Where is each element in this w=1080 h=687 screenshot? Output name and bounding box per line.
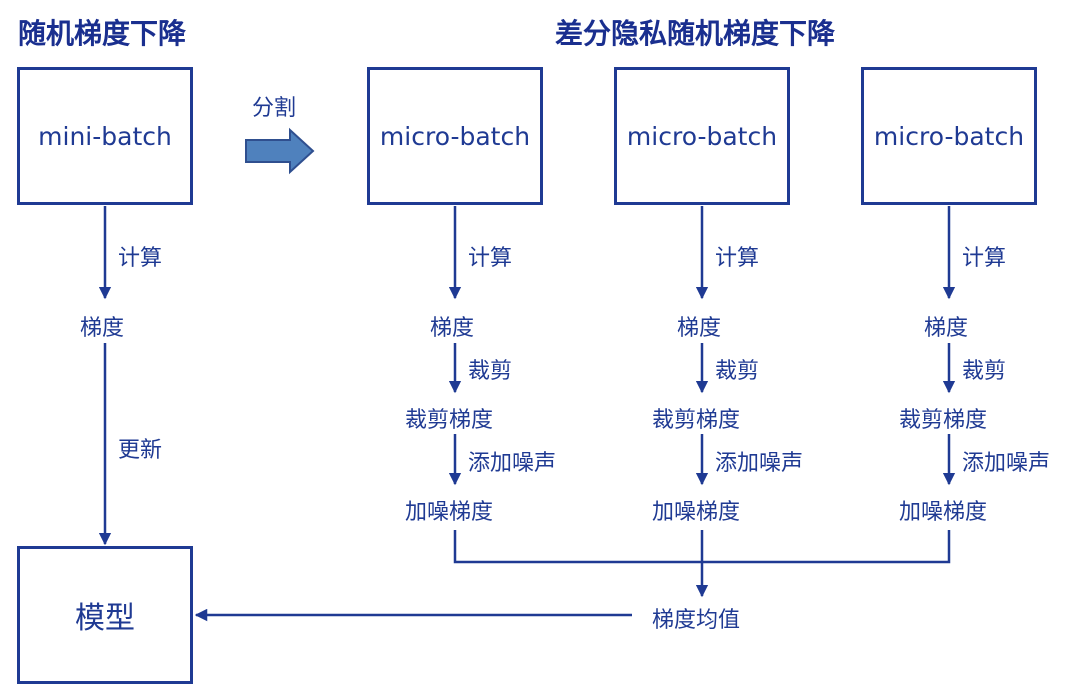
label-gradient-average: 梯度均值 [652,608,741,633]
label-compute: 计算 [468,246,513,271]
label-split: 分割 [252,96,297,121]
label-clipped-gradient: 裁剪梯度 [405,408,494,433]
label-add-noise: 添加噪声 [715,451,804,476]
label-noisy-gradient: 加噪梯度 [652,500,741,525]
label-gradient: 梯度 [677,316,722,341]
title-sgd: 随机梯度下降 [18,17,187,50]
micro-batch-label: micro-batch [873,121,1025,151]
label-gradient-left: 梯度 [80,316,125,341]
label-clip: 裁剪 [715,359,760,384]
label-noisy-gradient: 加噪梯度 [405,500,494,525]
title-dpsgd: 差分隐私随机梯度下降 [555,17,836,50]
micro-batch-label: micro-batch [626,121,778,151]
label-compute: 计算 [962,246,1007,271]
micro-batch-box-2: micro-batch [614,67,790,205]
model-label: 模型 [75,601,135,636]
mini-batch-label: mini-batch [38,121,172,151]
micro-batch-box-3: micro-batch [861,67,1037,205]
model-box: 模型 [17,546,193,684]
split-arrow-icon [245,127,315,175]
label-gradient: 梯度 [924,316,969,341]
mini-batch-box: mini-batch [17,67,193,205]
label-clip: 裁剪 [468,359,513,384]
micro-batch-label: micro-batch [379,121,531,151]
label-clipped-gradient: 裁剪梯度 [899,408,988,433]
label-compute: 计算 [715,246,760,271]
label-update: 更新 [118,438,163,463]
label-compute-left: 计算 [118,246,163,271]
label-clipped-gradient: 裁剪梯度 [652,408,741,433]
micro-batch-box-1: micro-batch [367,67,543,205]
label-add-noise: 添加噪声 [962,451,1051,476]
label-gradient: 梯度 [430,316,475,341]
label-clip: 裁剪 [962,359,1007,384]
label-add-noise: 添加噪声 [468,451,557,476]
label-noisy-gradient: 加噪梯度 [899,500,988,525]
